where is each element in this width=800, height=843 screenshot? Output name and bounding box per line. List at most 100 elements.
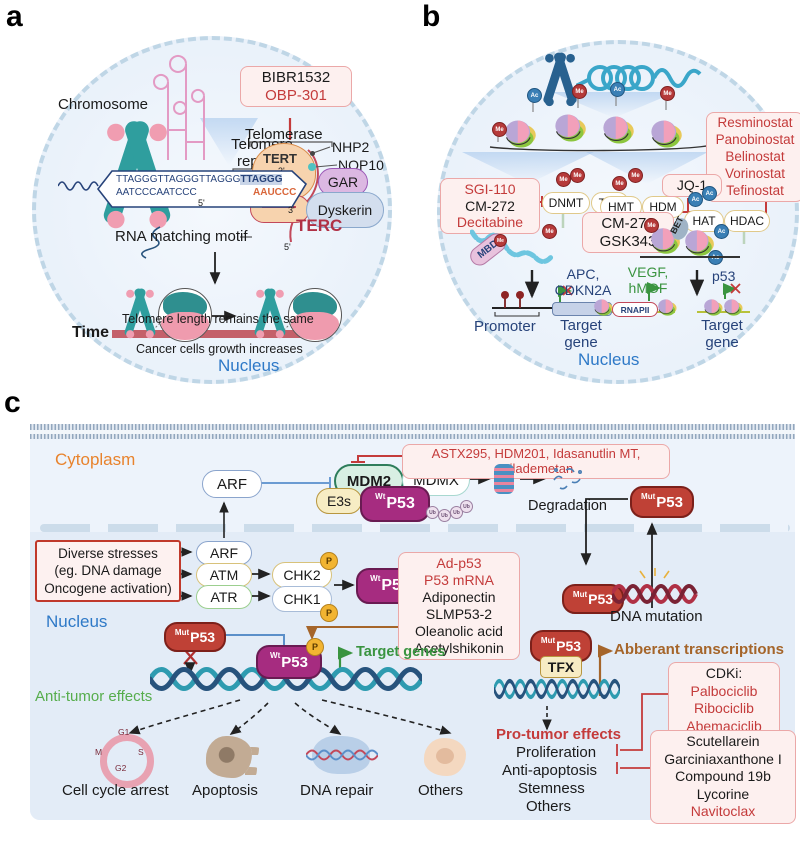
cell-cycle-icon bbox=[100, 734, 154, 788]
drug: Oleanolic acid bbox=[415, 623, 503, 640]
ac-mark: Ac bbox=[714, 224, 729, 239]
timeline-bottom-label: Cancer cells growth increases bbox=[136, 342, 303, 356]
chromosome-icon bbox=[540, 52, 580, 108]
outcome-apoptosis: Apoptosis bbox=[192, 782, 258, 799]
me-mark: Me bbox=[628, 168, 643, 183]
me-mark: Me bbox=[556, 172, 571, 187]
phospho-mark: P bbox=[320, 552, 338, 570]
drug: Panobinostat bbox=[715, 131, 795, 147]
pro-item-stemness: Stemness bbox=[518, 780, 585, 797]
drug: Ribociclib bbox=[694, 700, 754, 716]
nucleus-a-label: Nucleus bbox=[218, 356, 280, 375]
anti-tumor-label: Anti-tumor effects bbox=[35, 688, 153, 705]
nucleosome-icon bbox=[656, 298, 678, 317]
drug: CM-272 bbox=[601, 215, 655, 232]
plasma-membrane bbox=[30, 424, 795, 439]
dna-coil-icon bbox=[576, 65, 702, 91]
anti-apoptosis-drug-box: Scutellarein Garciniaxanthone I Compound… bbox=[650, 730, 796, 824]
nucleosome-icon bbox=[648, 118, 684, 150]
phospho-mark: P bbox=[320, 604, 338, 622]
nuclear-envelope-row bbox=[40, 524, 790, 532]
five-prime-terc: 5' bbox=[284, 242, 291, 252]
me-mark: Me bbox=[494, 234, 507, 247]
target-genes-label: Target genes bbox=[356, 644, 446, 660]
apoptosis-icon bbox=[206, 736, 252, 778]
nop10-dot bbox=[308, 163, 316, 171]
stress-line: (eg. DNA damage bbox=[54, 563, 162, 579]
hdac-enzyme: HDAC bbox=[724, 210, 770, 232]
timeline-top-label: Telomere length remains the same bbox=[122, 312, 314, 326]
telomere-zoom-circle bbox=[288, 288, 342, 342]
outcome-cell-cycle-arrest: Cell cycle arrest bbox=[62, 782, 169, 799]
drug: Belinostat bbox=[725, 148, 785, 164]
drug: Adiponectin bbox=[422, 589, 496, 606]
nucleosome-icon bbox=[600, 114, 636, 146]
panel-c-label: c bbox=[4, 386, 21, 419]
stress-box: Diverse stresses (eg. DNA damage Oncogen… bbox=[35, 540, 181, 602]
pro-item-proliferation: Proliferation bbox=[516, 744, 597, 761]
nucleosome-icon bbox=[552, 112, 588, 144]
vegf-hmof-label: VEGF,hMOF bbox=[627, 264, 669, 297]
arf-protein-cyto: ARF bbox=[202, 470, 262, 498]
me-mark: Me bbox=[612, 176, 627, 191]
cdki-drug-box: CDKi: Palbociclib Ribociclib Abemaciclib bbox=[668, 662, 780, 738]
seq-bottom: AATCCCAATCCC bbox=[116, 187, 197, 198]
drug: Compound 19b bbox=[675, 768, 771, 784]
me-mark: Me bbox=[572, 84, 587, 99]
stress-line: Diverse stresses bbox=[58, 545, 158, 561]
ub-mark: Ub bbox=[426, 506, 439, 519]
pro-item-anti-apoptosis: Anti-apoptosis bbox=[502, 762, 598, 779]
outcome-dna-repair: DNA repair bbox=[300, 782, 374, 799]
telomerase-label: Telomerase bbox=[245, 126, 323, 143]
me-mark: Me bbox=[570, 168, 585, 183]
telomerase-drug-box: BIBR1532 OBP-301 bbox=[240, 66, 352, 108]
drug: Decitabine bbox=[456, 214, 524, 231]
three-prime-terc: 3' bbox=[288, 205, 295, 215]
drug: JQ-1 bbox=[676, 177, 708, 193]
phase-s: S bbox=[138, 747, 144, 757]
p53-label-b: p53 bbox=[712, 268, 736, 284]
drug: Scutellarein bbox=[686, 733, 760, 749]
rnapii-complex: RNAPII bbox=[612, 302, 658, 317]
outcome-others: Others bbox=[418, 782, 464, 799]
drug: GSK343 bbox=[599, 232, 657, 250]
stress-line: Oncogene activation) bbox=[44, 580, 172, 596]
me-mark: Me bbox=[542, 224, 557, 239]
drug: Ad-p53 bbox=[436, 555, 482, 571]
arf-protein-nuc: ARF bbox=[196, 541, 252, 565]
drug: Lycorine bbox=[696, 785, 750, 802]
mdm2-drug-box: ASTX295, HDM201, Idasanutlin MT, Miladem… bbox=[402, 444, 670, 479]
p53-activator-drug-box: Ad-p53 P53 mRNA Adiponectin SLMP53-2 Ole… bbox=[398, 552, 520, 661]
tfx-protein: TFX bbox=[540, 656, 582, 678]
nucleosome-icon bbox=[722, 298, 744, 317]
nucleosome-icon bbox=[592, 298, 614, 317]
drug: SGI-110 bbox=[464, 181, 516, 197]
dnmt-drug-box: SGI-110 CM-272 Decitabine bbox=[440, 178, 540, 234]
dyskerin-protein: Dyskerin bbox=[306, 192, 384, 228]
drug-list: ASTX295, HDM201, Idasanutlin MT, Miladem… bbox=[431, 446, 641, 477]
chromosome-tail-squiggle bbox=[141, 226, 161, 259]
ub-mark: Ub bbox=[460, 500, 473, 513]
tert-label: TERT bbox=[263, 151, 297, 166]
nucleus-b-label: Nucleus bbox=[578, 350, 640, 369]
dna-helix bbox=[494, 678, 620, 700]
dna-repair-strand bbox=[306, 749, 378, 761]
cdki-header: CDKi: bbox=[705, 665, 743, 681]
chromosome-label: Chromosome bbox=[58, 96, 149, 113]
cytoplasm-label: Cytoplasm bbox=[55, 450, 136, 469]
dna-mutation-label: DNA mutation bbox=[610, 608, 703, 625]
nhp2-dot bbox=[310, 151, 315, 156]
rna-hairpin-icon bbox=[153, 55, 205, 160]
nucleosome-icon bbox=[702, 298, 724, 317]
drug: Abemaciclib bbox=[686, 717, 762, 734]
e3s-protein: E3s bbox=[316, 488, 362, 514]
phase-m: M bbox=[95, 747, 103, 757]
drug: P53 mRNA bbox=[423, 572, 495, 589]
drug-bibr1532: BIBR1532 bbox=[261, 69, 331, 86]
